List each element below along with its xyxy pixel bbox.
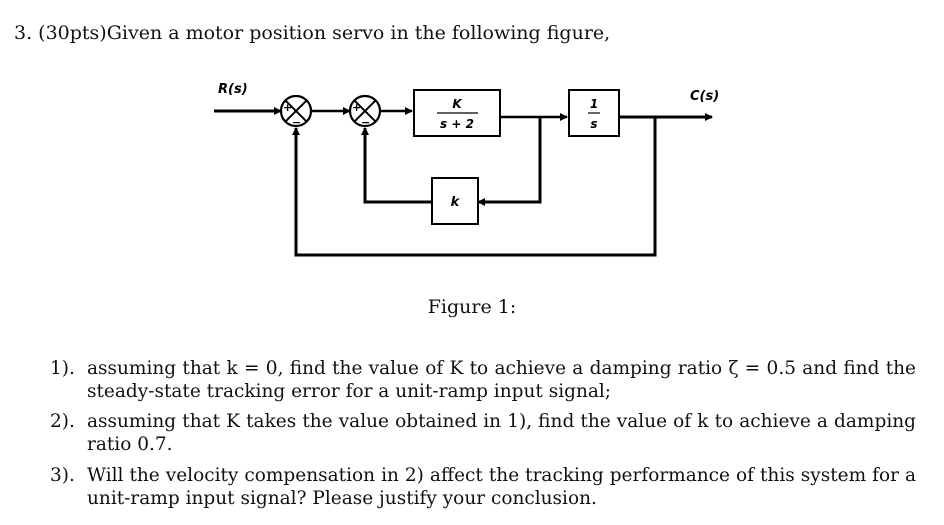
question-1-text: assuming that k = 0, find the value of K…	[87, 358, 916, 402]
summing-junction-2: + −	[348, 94, 382, 129]
integrator-numerator: 1	[590, 97, 598, 111]
velocity-feedback-block: k	[431, 177, 479, 225]
block-diagram: R(s) + − + − K s + 2 1 s C(s) k	[214, 82, 719, 257]
question-3-text: Will the velocity compensation in 2) aff…	[87, 465, 916, 509]
summer-2-minus-sign: −	[361, 116, 370, 129]
velocity-feedback-label: k	[451, 195, 461, 210]
question-3-number: 3).	[50, 465, 75, 486]
velocity-feedback-tap	[477, 117, 542, 206]
question-2-number: 2).	[50, 411, 75, 432]
integrator-denominator: s	[590, 117, 597, 131]
summer-1-minus-sign: −	[292, 116, 301, 129]
forward-block-numerator: K	[452, 97, 463, 111]
output-label: C(s)	[690, 89, 719, 104]
forward-block-denominator: s + 2	[440, 117, 474, 131]
integrator-block: 1 s	[568, 89, 620, 137]
question-1-number: 1).	[50, 358, 75, 379]
input-label: R(s)	[218, 82, 248, 97]
figure-caption: Figure 1:	[427, 296, 517, 318]
summer-1-plus-sign: +	[283, 101, 292, 114]
summing-junction-1: + −	[279, 94, 313, 129]
problem-header: 3. (30pts)Given a motor position servo i…	[14, 22, 611, 44]
forward-block: K s + 2	[413, 89, 501, 137]
position-feedback-line	[292, 117, 657, 257]
summer-2-plus-sign: +	[352, 101, 361, 114]
question-2-text: assuming that K takes the value obtained…	[87, 411, 916, 455]
velocity-feedback-return	[361, 127, 432, 204]
